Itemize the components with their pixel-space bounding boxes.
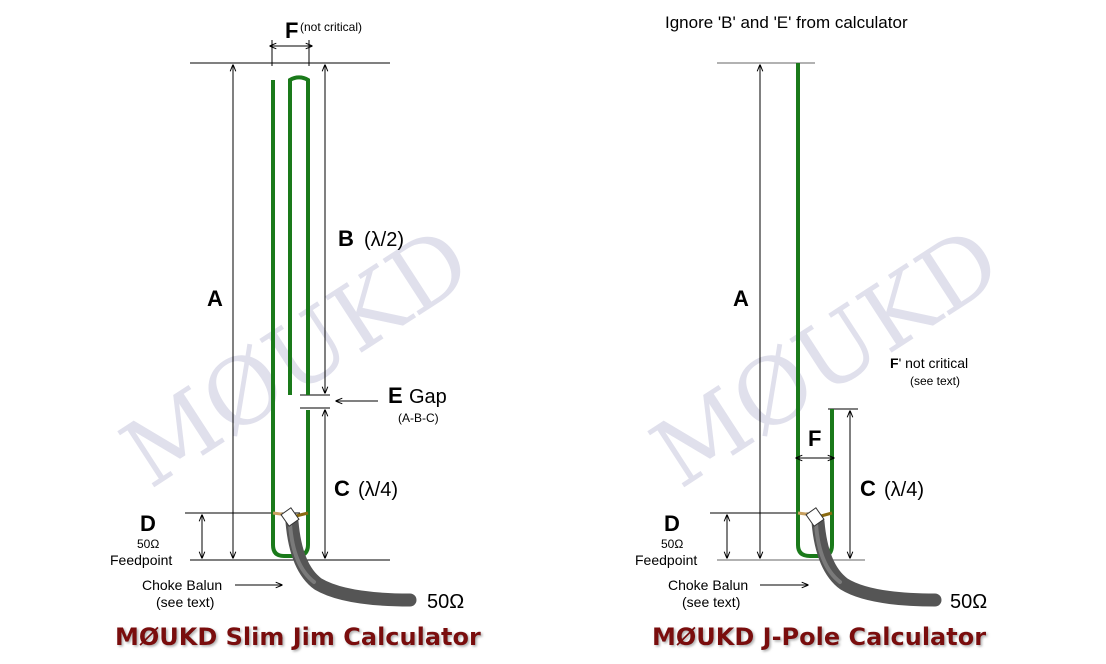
slim-jim-lower-element [271,80,310,558]
label-e-word: Gap [409,386,447,408]
slim-jim-title: MØUKD Slim Jim Calculator [115,623,481,651]
feed-tap-right [820,511,833,518]
label-a: A [733,286,749,311]
jpole-element [796,63,834,558]
feed-impedance: 50Ω [661,537,683,551]
label-e: E [388,383,403,408]
label-f-note: F' not critical [890,355,968,371]
label-b-note: (λ/2) [364,229,404,251]
label-e-note: (A-B-C) [398,411,439,425]
coax-cable [811,515,942,607]
choke-note: (see text) [682,594,740,610]
slim-jim-diagram: F (not critical) A B (λ/2) E Gap (A-B-C)… [110,18,481,651]
feed-word: Feedpoint [110,552,172,568]
feed-tap-right [295,511,309,518]
label-b: B [338,226,354,251]
feed-impedance: 50Ω [137,537,159,551]
label-f: F [808,426,821,451]
label-f: F [285,18,298,43]
feedpoint-connector [805,507,825,527]
coax-cable [285,515,417,607]
label-f-note: (not critical) [300,20,362,34]
feed-word: Feedpoint [635,552,697,568]
label-c-note: (λ/4) [358,479,398,501]
choke-note: (see text) [156,594,214,610]
jpole-diagram: Ignore 'B' and 'E' from calculator A F' … [635,13,987,651]
label-d: D [140,511,156,536]
label-d: D [664,511,680,536]
label-c-note: (λ/4) [884,479,924,501]
label-a: A [207,286,223,311]
coax-impedance: 50Ω [427,591,464,613]
watermark-left: MØUKD [104,206,489,508]
feedpoint-connector [280,507,300,527]
jpole-note: Ignore 'B' and 'E' from calculator [665,13,908,32]
choke-label: Choke Balun [142,577,222,593]
label-c: C [860,476,876,501]
label-c: C [334,476,350,501]
coax-impedance: 50Ω [950,591,987,613]
choke-label: Choke Balun [668,577,748,593]
label-f-note-2: (see text) [910,374,960,388]
jpole-title: MØUKD J-Pole Calculator [652,623,986,651]
slim-jim-upper-element [288,75,310,395]
